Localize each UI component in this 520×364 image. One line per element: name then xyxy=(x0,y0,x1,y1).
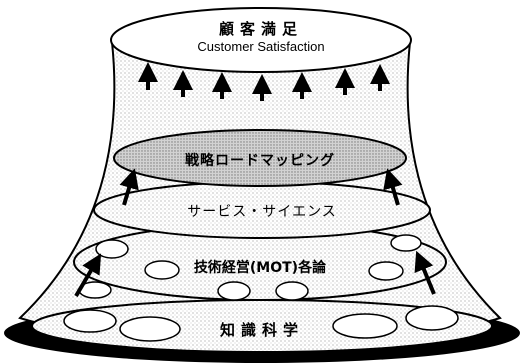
knowledge-node xyxy=(405,305,459,331)
mot-node xyxy=(144,260,180,280)
mot-node xyxy=(368,261,404,281)
knowledge-science-label: 知識科学 xyxy=(219,321,304,339)
roadmapping-label: 戦略ロードマッピング xyxy=(185,153,335,169)
arrow-up-icon xyxy=(383,168,403,206)
arrow-up-icon xyxy=(74,253,102,298)
mot-node xyxy=(390,234,422,252)
upward-arrows-top xyxy=(138,62,390,101)
mot-node xyxy=(275,281,309,301)
customer-satisfaction-subtitle: Customer Satisfaction xyxy=(197,39,325,54)
mot-node xyxy=(95,239,129,259)
knowledge-node xyxy=(119,316,181,342)
arrow-up-icon xyxy=(119,168,139,206)
knowledge-node xyxy=(332,313,398,339)
mot-label: 技術経営(MOT)各論 xyxy=(193,260,327,276)
upward-arrows-bottom xyxy=(74,250,436,298)
customer-satisfaction-layer xyxy=(110,7,412,73)
service-science-label: サービス・サイエンス xyxy=(187,204,337,220)
arrow-up-icon xyxy=(414,250,436,295)
mot-node xyxy=(217,281,251,301)
upward-arrows-middle xyxy=(119,168,403,206)
customer-satisfaction-title: 顧客満足 xyxy=(218,20,303,38)
roadmapping-layer xyxy=(113,129,407,187)
knowledge-node xyxy=(63,309,117,333)
